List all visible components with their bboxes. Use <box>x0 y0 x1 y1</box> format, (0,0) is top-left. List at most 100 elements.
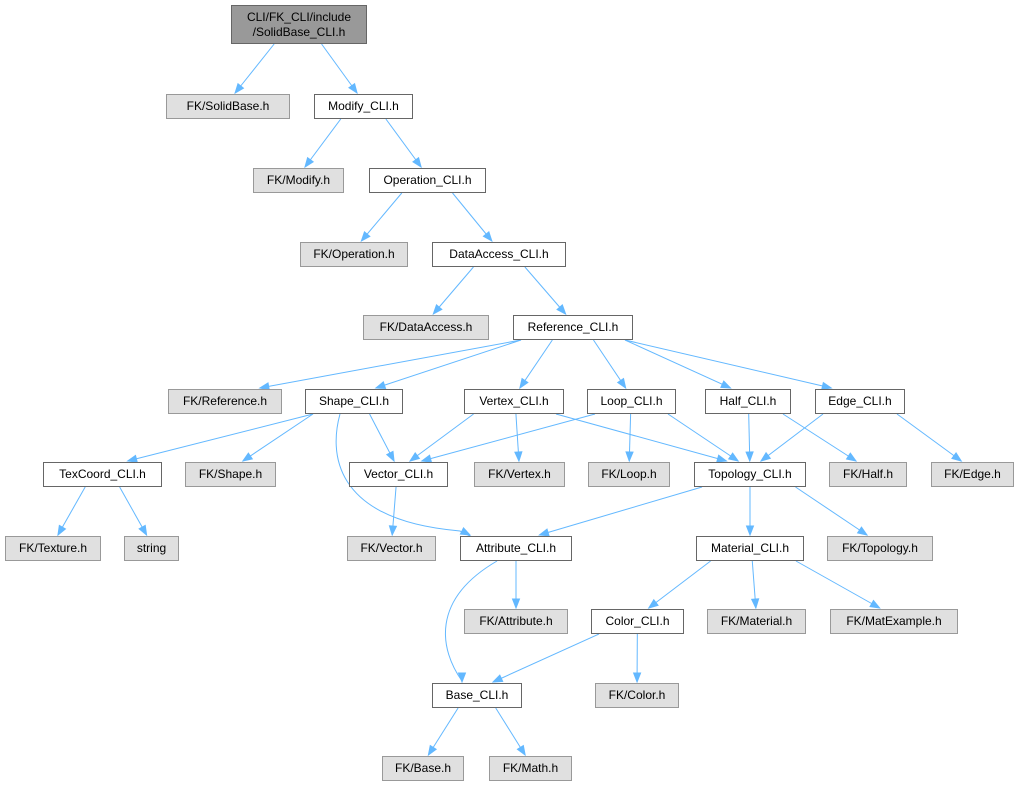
node-modify[interactable]: Modify_CLI.h <box>314 94 413 119</box>
edge-reference-to-shape <box>375 339 522 389</box>
node-fk-reference: FK/Reference.h <box>168 389 282 414</box>
arrowhead-icon <box>57 524 67 537</box>
node-vector[interactable]: Vector_CLI.h <box>349 462 448 487</box>
node-fk-vector: FK/Vector.h <box>347 536 436 561</box>
arrowhead-icon <box>720 380 732 389</box>
arrowhead-icon <box>374 380 387 390</box>
edge-dataaccess-to-reference <box>524 266 566 315</box>
edge-root-to-modify <box>321 43 358 94</box>
node-fk-material: FK/Material.h <box>707 609 806 634</box>
edge-color-to-base <box>492 633 600 683</box>
arrowhead-icon <box>385 450 395 463</box>
arrowhead-icon <box>625 451 634 463</box>
arrowhead-icon <box>420 454 433 463</box>
node-fk-dataaccess: FK/DataAccess.h <box>363 315 489 340</box>
edge-vertex-to-vector <box>409 413 474 462</box>
edge-vertex-to-topology <box>555 413 727 462</box>
edge-half-to-fk_half <box>782 413 857 462</box>
arrowhead-icon <box>408 451 421 462</box>
arrowhead-icon <box>616 377 627 390</box>
edge-topology-to-attribute <box>539 486 703 536</box>
node-fk-edge: FK/Edge.h <box>931 462 1014 487</box>
node-fk-math: FK/Math.h <box>489 756 572 781</box>
edge-shape-to-fk_shape <box>242 413 314 462</box>
edge-reference-to-fk_reference <box>259 339 522 389</box>
edge-edge-to-fk_edge <box>896 413 962 462</box>
node-fk-shape: FK/Shape.h <box>185 462 276 487</box>
arrowhead-icon <box>716 454 728 463</box>
edge-dataaccess-to-fk_dataaccess <box>432 266 474 315</box>
arrowhead-icon <box>388 525 398 537</box>
node-edge[interactable]: Edge_CLI.h <box>815 389 905 414</box>
arrowhead-icon <box>556 304 567 316</box>
edge-modify-to-fk_modify <box>304 118 342 168</box>
arrowhead-icon <box>126 454 138 463</box>
edge-attribute-to-base <box>445 560 498 682</box>
arrowhead-icon <box>745 525 755 537</box>
node-base[interactable]: Base_CLI.h <box>432 683 522 708</box>
node-material[interactable]: Material_CLI.h <box>696 536 804 561</box>
arrowhead-icon <box>516 744 526 757</box>
arrowhead-icon <box>632 672 642 684</box>
arrowhead-icon <box>727 452 740 462</box>
edge-modify-to-operation <box>385 118 422 168</box>
arrowhead-icon <box>647 598 659 609</box>
arrowhead-icon <box>538 528 550 537</box>
node-fk-half: FK/Half.h <box>829 462 907 487</box>
edge-root-to-fk_solidbase <box>234 43 275 94</box>
node-color[interactable]: Color_CLI.h <box>591 609 684 634</box>
edge-reference-to-vertex <box>519 339 553 389</box>
node-dataaccess[interactable]: DataAccess_CLI.h <box>432 242 566 267</box>
edge-topology-to-fk_topology <box>795 486 868 536</box>
arrowhead-icon <box>856 526 869 536</box>
arrowhead-icon <box>482 230 493 243</box>
node-fk-operation: FK/Operation.h <box>300 242 408 267</box>
arrowhead-icon <box>304 156 315 169</box>
arrowhead-icon <box>845 452 858 462</box>
node-fk-base: FK/Base.h <box>382 756 464 781</box>
edge-reference-to-edge <box>624 339 832 389</box>
arrowhead-icon <box>432 304 443 316</box>
node-loop[interactable]: Loop_CLI.h <box>587 389 676 414</box>
arrowhead-icon <box>745 451 754 463</box>
node-shape[interactable]: Shape_CLI.h <box>305 389 403 414</box>
node-operation[interactable]: Operation_CLI.h <box>369 168 486 193</box>
arrowhead-icon <box>459 526 472 536</box>
node-fk-solidbase: FK/SolidBase.h <box>166 94 290 119</box>
arrowhead-icon <box>951 451 963 462</box>
node-topology[interactable]: Topology_CLI.h <box>694 462 806 487</box>
node-vertex[interactable]: Vertex_CLI.h <box>464 389 564 414</box>
edge-material-to-fk_matexample <box>795 560 880 609</box>
node-fk-topology: FK/Topology.h <box>827 536 933 561</box>
node-reference[interactable]: Reference_CLI.h <box>513 315 633 340</box>
arrowhead-icon <box>869 599 881 609</box>
node-attribute[interactable]: Attribute_CLI.h <box>460 536 572 561</box>
node-fk-modify: FK/Modify.h <box>253 168 344 193</box>
edge-operation-to-fk_operation <box>360 192 403 242</box>
arrowhead-icon <box>821 381 833 390</box>
arrowhead-icon <box>241 452 254 462</box>
node-string: string <box>124 536 179 561</box>
arrowhead-icon <box>412 156 422 169</box>
arrowhead-icon <box>348 82 358 95</box>
node-fk-texture: FK/Texture.h <box>5 536 101 561</box>
arrowhead-icon <box>138 524 148 537</box>
node-texcoord[interactable]: TexCoord_CLI.h <box>43 462 162 487</box>
node-half[interactable]: Half_CLI.h <box>705 389 791 414</box>
node-root: CLI/FK_CLI/include /SolidBase_CLI.h <box>231 5 367 44</box>
edge-reference-to-loop <box>593 339 627 389</box>
arrowhead-icon <box>360 231 371 243</box>
node-fk-vertex: FK/Vertex.h <box>474 462 565 487</box>
edge-loop-to-vector <box>421 413 596 462</box>
node-fk-attribute: FK/Attribute.h <box>464 609 568 634</box>
edge-material-to-color <box>648 560 711 609</box>
edge-loop-to-topology <box>667 413 739 462</box>
arrowhead-icon <box>514 451 523 463</box>
arrowhead-icon <box>750 598 760 610</box>
arrowhead-icon <box>519 377 529 390</box>
arrowhead-icon <box>511 598 521 610</box>
node-fk-matexample: FK/MatExample.h <box>830 609 958 634</box>
arrowhead-icon <box>427 744 438 757</box>
arrowhead-icon <box>759 451 772 462</box>
